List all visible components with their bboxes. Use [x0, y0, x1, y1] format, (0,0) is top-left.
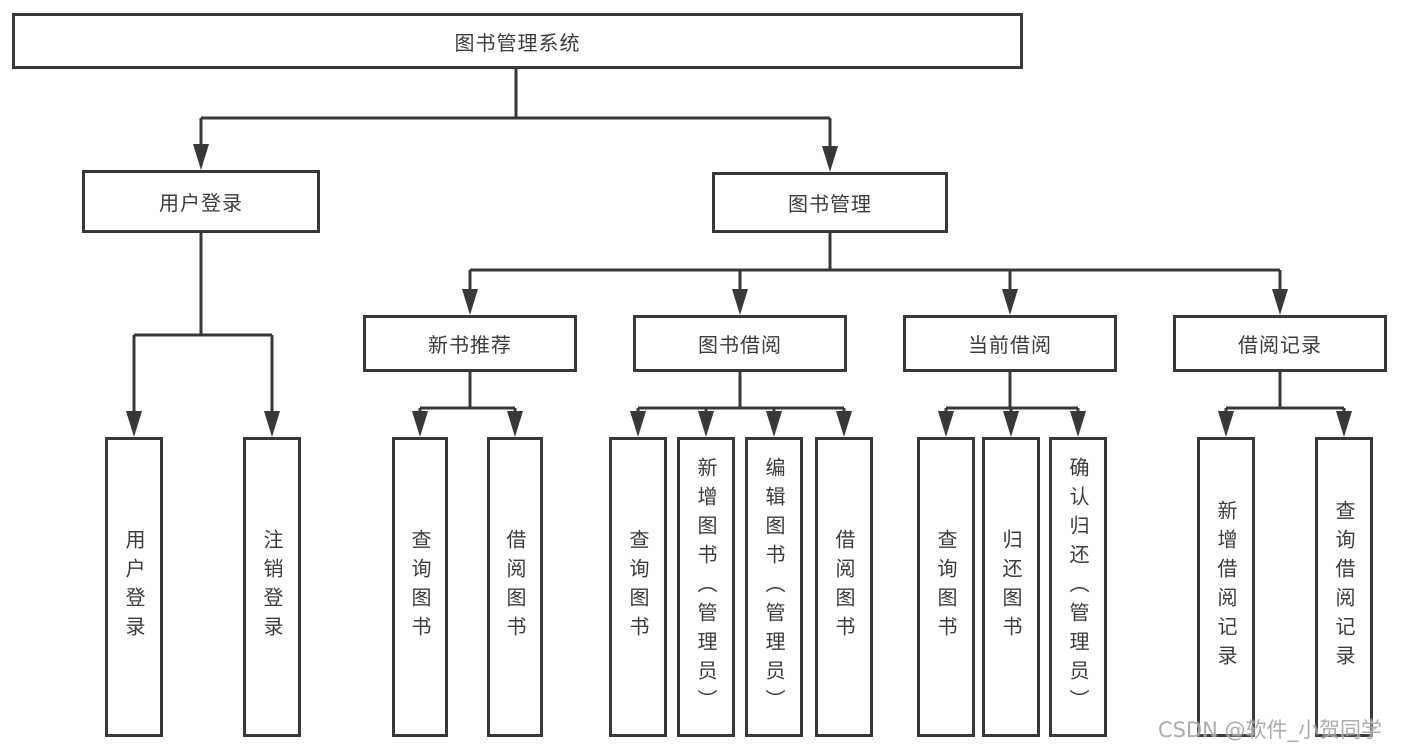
node-label: 借阅记录 — [1238, 333, 1322, 357]
leaf-label: 归还图书 — [999, 529, 1023, 645]
node-book-management: 图书管理 — [712, 172, 948, 233]
leaf-label: 查询借阅记录 — [1332, 500, 1356, 674]
leaf-label: 用户登录 — [122, 529, 146, 645]
leaf-query-borrow-record: 查询借阅记录 — [1315, 437, 1373, 737]
leaf-add-borrow-record: 新增借阅记录 — [1197, 437, 1255, 737]
watermark: CSDN @软件_小贺同学 — [1158, 718, 1383, 742]
node-label: 图书管理 — [788, 192, 872, 216]
leaf-label: 确认归还（管理员） — [1066, 456, 1090, 718]
leaf-label: 借阅图书 — [832, 529, 856, 645]
leaf-confirm-return-admin: 确认归还（管理员） — [1049, 437, 1107, 737]
leaf-query-books-borrowing: 查询图书 — [609, 437, 667, 737]
leaf-user-login: 用户登录 — [105, 437, 163, 737]
node-current-borrowing: 当前借阅 — [903, 315, 1117, 372]
leaf-borrow-books: 借阅图书 — [815, 437, 873, 737]
leaf-label: 新增图书（管理员） — [694, 456, 718, 718]
leaf-label: 注销登录 — [260, 529, 284, 645]
node-new-book-recommend: 新书推荐 — [363, 315, 577, 372]
node-user-login: 用户登录 — [82, 170, 320, 233]
leaf-borrow-books-recommend: 借阅图书 — [487, 437, 543, 737]
node-label: 图书管理系统 — [454, 30, 581, 55]
leaf-label: 借阅图书 — [503, 529, 527, 645]
leaf-logout-login: 注销登录 — [243, 437, 301, 737]
leaf-label: 查询图书 — [626, 529, 650, 645]
leaf-label: 查询图书 — [934, 529, 958, 645]
node-label: 当前借阅 — [968, 333, 1052, 357]
node-label: 新书推荐 — [428, 333, 512, 357]
node-library-system: 图书管理系统 — [12, 13, 1023, 69]
node-borrowing-records: 借阅记录 — [1173, 315, 1387, 372]
node-label: 用户登录 — [159, 191, 243, 215]
leaf-label: 查询图书 — [408, 529, 432, 645]
leaf-edit-books-admin: 编辑图书（管理员） — [745, 437, 803, 737]
node-label: 图书借阅 — [698, 333, 782, 357]
leaf-label: 编辑图书（管理员） — [762, 456, 786, 718]
leaf-label: 新增借阅记录 — [1214, 500, 1238, 674]
node-book-borrowing: 图书借阅 — [633, 315, 847, 372]
leaf-add-books-admin: 新增图书（管理员） — [677, 437, 735, 737]
leaf-return-books: 归还图书 — [982, 437, 1040, 737]
arrowheads — [126, 144, 1352, 437]
leaf-query-books-recommend: 查询图书 — [392, 437, 448, 737]
leaf-query-books-current: 查询图书 — [917, 437, 975, 737]
